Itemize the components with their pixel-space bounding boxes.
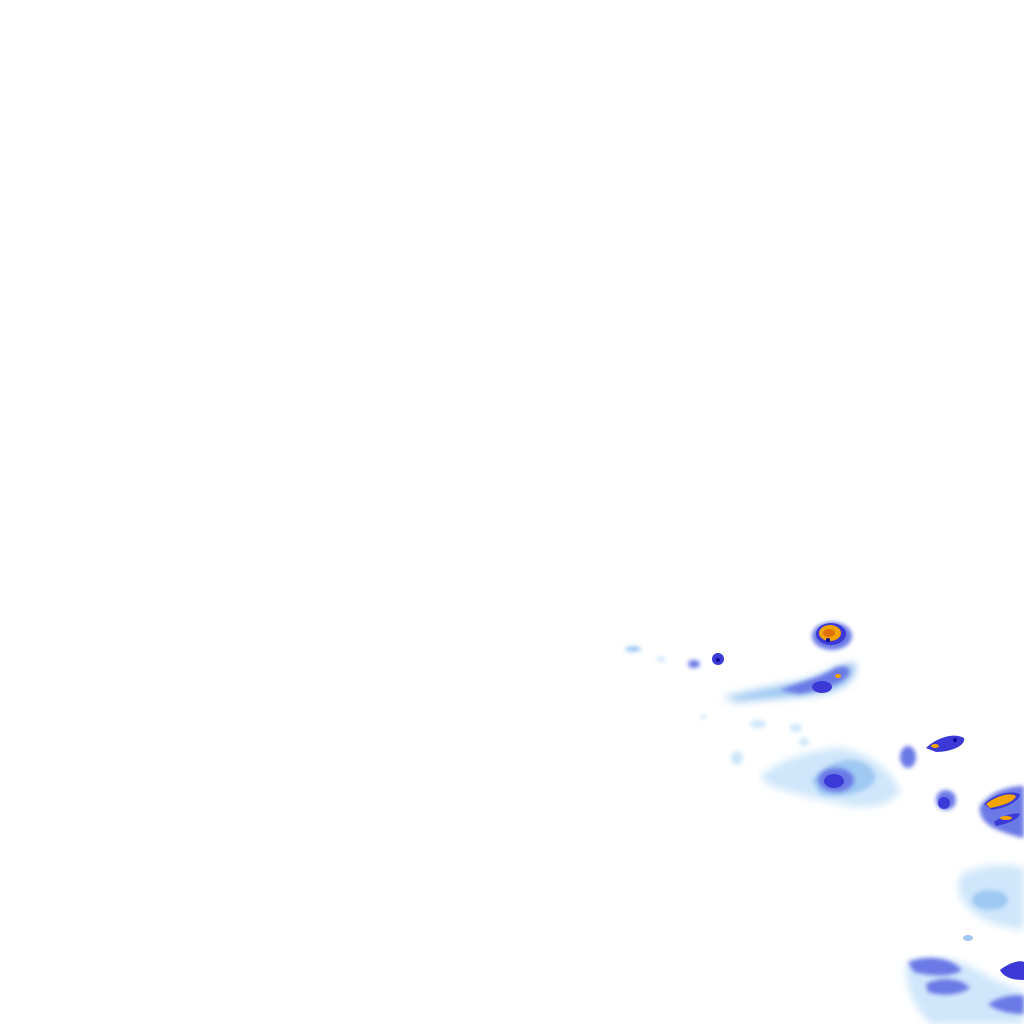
echo-small-cell-west bbox=[712, 653, 724, 665]
echo-field-southeast bbox=[958, 865, 1024, 941]
echo-cell-east-small bbox=[900, 735, 965, 810]
echo-band-bottom bbox=[905, 957, 1024, 1024]
echo-fragments-middle bbox=[750, 720, 809, 746]
echo-band-upper bbox=[722, 663, 857, 702]
echo-scatter-west bbox=[625, 646, 743, 765]
echo-cell-north bbox=[812, 622, 852, 650]
echo-cell-east-edge bbox=[979, 786, 1024, 838]
echo-cluster-center bbox=[760, 748, 900, 807]
